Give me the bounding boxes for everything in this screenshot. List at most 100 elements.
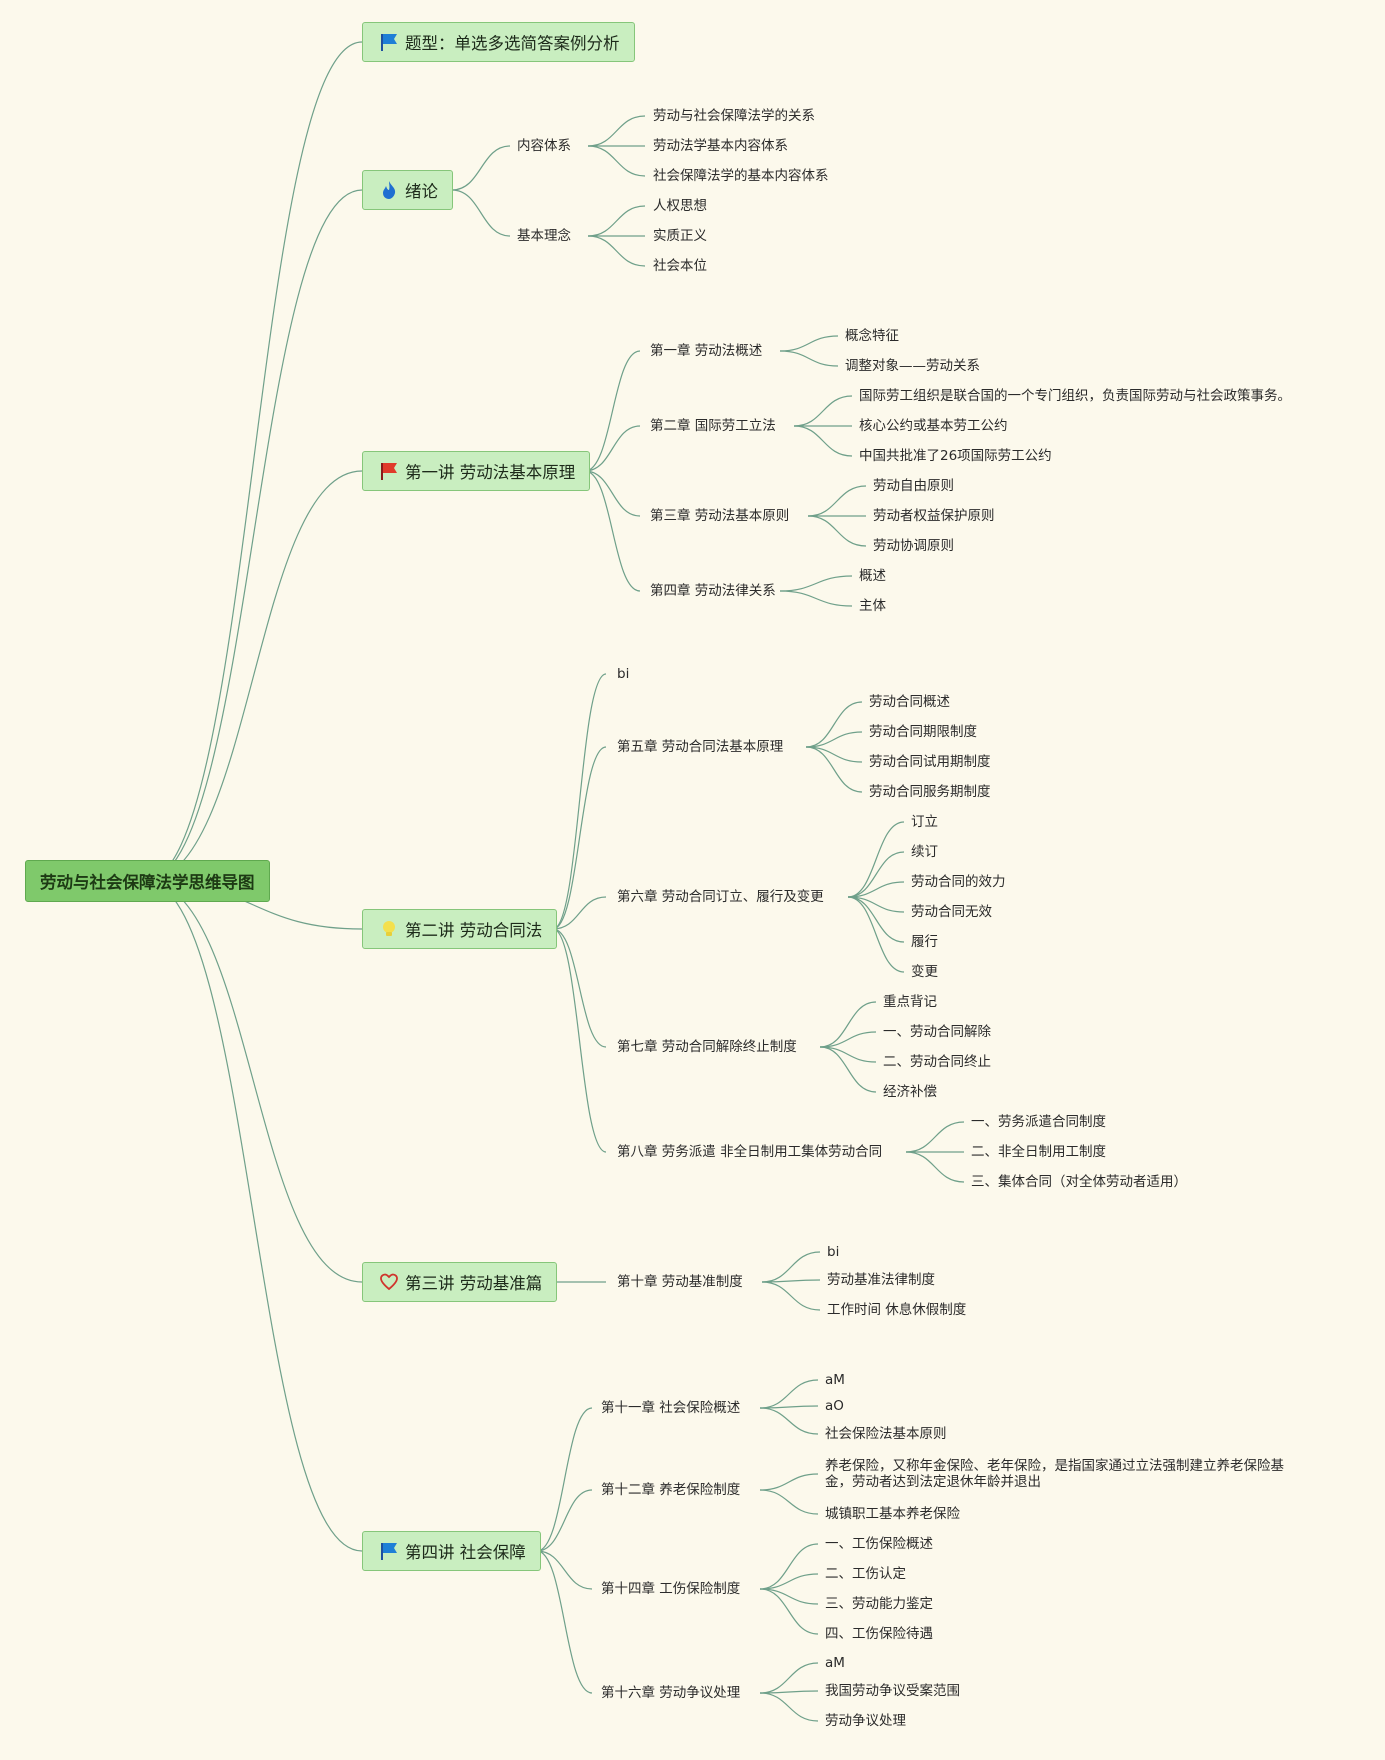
leaf-node[interactable]: 一、工伤保险概述: [825, 1536, 933, 1552]
connector-line: [905, 1121, 965, 1153]
chapter-node[interactable]: 第五章 劳动合同法基本原理: [617, 739, 784, 755]
leaf-node[interactable]: 人权思想: [653, 198, 707, 214]
leaf-node[interactable]: bi: [827, 1244, 840, 1260]
connector-line: [144, 470, 363, 882]
topic-node[interactable]: bi: [617, 666, 630, 682]
chapter-node[interactable]: 第八章 劳务派遣 非全日制用工集体劳动合同: [617, 1144, 883, 1160]
chapter-node[interactable]: 第十四章 工伤保险制度: [601, 1581, 741, 1597]
chapter-node[interactable]: 第二章 国际劳工立法: [650, 418, 776, 434]
leaf-node[interactable]: 三、集体合同（对全体劳动者适用）: [971, 1174, 1187, 1190]
leaf-node[interactable]: aO: [825, 1398, 844, 1414]
leaf-node[interactable]: 中国共批准了26项国际劳工公约: [859, 448, 1052, 464]
leaf-node[interactable]: 订立: [911, 814, 938, 830]
connector-line: [759, 1407, 819, 1435]
leaf-node[interactable]: 劳动法学基本内容体系: [653, 138, 788, 154]
branch-lecture-4[interactable]: 第四讲 社会保障: [362, 1531, 541, 1571]
connector-line: [759, 1543, 819, 1590]
topic-node[interactable]: 内容体系: [517, 138, 571, 154]
branch-label: 绪论: [405, 182, 438, 201]
chapter-node[interactable]: 第十六章 劳动争议处理: [601, 1685, 741, 1701]
leaf-node[interactable]: 劳动与社会保障法学的关系: [653, 108, 815, 124]
blue-flag-icon: [379, 1541, 399, 1561]
leaf-node[interactable]: 一、劳务派遣合同制度: [971, 1114, 1106, 1130]
leaf-node[interactable]: 社会保障法学的基本内容体系: [653, 168, 829, 184]
chapter-node[interactable]: 第十章 劳动基准制度: [617, 1274, 743, 1290]
connector-line: [847, 851, 905, 898]
branch-lecture-2[interactable]: 第二讲 劳动合同法: [362, 909, 558, 949]
connector-line: [759, 1489, 819, 1515]
leaf-node[interactable]: 重点背记: [883, 994, 937, 1010]
connector-line: [807, 485, 867, 517]
leaf-node[interactable]: 主体: [859, 598, 886, 614]
connector-line: [779, 575, 853, 592]
leaf-node[interactable]: 社会本位: [653, 258, 707, 274]
blue-flag-icon: [379, 32, 399, 52]
leaf-node[interactable]: 养老保险，又称年金保险、老年保险，是指国家通过立法强制建立养老保险基金，劳动者达…: [825, 1458, 1284, 1490]
heart-icon: [379, 1272, 399, 1292]
red-flag-icon: [379, 461, 399, 481]
chapter-node[interactable]: 第十二章 养老保险制度: [601, 1482, 741, 1498]
leaf-node[interactable]: 核心公约或基本劳工公约: [859, 418, 1008, 434]
leaf-node[interactable]: 履行: [911, 934, 938, 950]
leaf-node[interactable]: 劳动合同概述: [869, 694, 950, 710]
leaf-node[interactable]: 城镇职工基本养老保险: [825, 1506, 960, 1522]
leaf-node[interactable]: 劳动自由原则: [873, 478, 954, 494]
leaf-node[interactable]: 四、工伤保险待遇: [825, 1626, 933, 1642]
leaf-node[interactable]: 实质正义: [653, 228, 707, 244]
leaf-node[interactable]: 劳动者权益保护原则: [873, 508, 995, 524]
leaf-node[interactable]: 二、非全日制用工制度: [971, 1144, 1106, 1160]
leaf-node[interactable]: 调整对象——劳动关系: [845, 358, 980, 374]
branch-question-types[interactable]: 题型：单选多选简答案例分析: [362, 22, 635, 62]
leaf-node[interactable]: 劳动合同试用期制度: [869, 754, 991, 770]
leaf-node[interactable]: 劳动争议处理: [825, 1713, 906, 1729]
leaf-node[interactable]: 概述: [859, 568, 886, 584]
connector-line: [805, 746, 863, 763]
connector-line: [779, 335, 839, 352]
chapter-node[interactable]: 第四章 劳动法律关系: [650, 583, 776, 599]
chapter-node[interactable]: 第一章 劳动法概述: [650, 343, 763, 359]
connector-line: [759, 1473, 819, 1491]
leaf-node[interactable]: 社会保险法基本原则: [825, 1426, 947, 1442]
connector-line: [847, 821, 905, 898]
leaf-node[interactable]: 续订: [911, 844, 938, 860]
leaf-node[interactable]: aM: [825, 1372, 845, 1388]
leaf-node[interactable]: 二、劳动合同终止: [883, 1054, 991, 1070]
leaf-node[interactable]: aM: [825, 1655, 845, 1671]
leaf-node[interactable]: 劳动合同期限制度: [869, 724, 977, 740]
leaf-node[interactable]: 三、劳动能力鉴定: [825, 1596, 933, 1612]
leaf-node[interactable]: 劳动协调原则: [873, 538, 954, 554]
leaf-node[interactable]: 劳动基准法律制度: [827, 1272, 935, 1288]
chapter-node[interactable]: 第七章 劳动合同解除终止制度: [617, 1039, 797, 1055]
leaf-node[interactable]: 工作时间 休息休假制度: [827, 1302, 967, 1318]
leaf-node[interactable]: 变更: [911, 964, 938, 980]
connector-line: [536, 1550, 593, 1590]
chapter-node[interactable]: 第六章 劳动合同订立、履行及变更: [617, 889, 824, 905]
leaf-node[interactable]: 二、工伤认定: [825, 1566, 906, 1582]
chapter-node[interactable]: 第三章 劳动法基本原则: [650, 508, 790, 524]
connector-line: [847, 896, 905, 943]
leaf-node[interactable]: 概念特征: [845, 328, 899, 344]
branch-lecture-3[interactable]: 第三讲 劳动基准篇: [362, 1262, 558, 1302]
leaf-node[interactable]: 劳动合同无效: [911, 904, 992, 920]
connector-line: [587, 205, 646, 237]
connector-line: [819, 1001, 877, 1048]
connector-line: [759, 1588, 819, 1605]
topic-node[interactable]: 基本理念: [517, 228, 571, 244]
connector-line: [793, 395, 853, 427]
connector-line: [584, 470, 641, 592]
branch-lecture-1[interactable]: 第一讲 劳动法基本原理: [362, 451, 591, 491]
leaf-node[interactable]: 经济补偿: [883, 1084, 937, 1100]
leaf-node[interactable]: 劳动合同的效力: [911, 874, 1006, 890]
chapter-node[interactable]: 第十一章 社会保险概述: [601, 1400, 741, 1416]
root-node[interactable]: 劳动与社会保障法学思维导图: [25, 860, 270, 902]
connector-line: [536, 1489, 593, 1552]
connector-line: [451, 145, 511, 191]
branch-introduction[interactable]: 绪论: [362, 170, 453, 210]
connector-line: [552, 896, 607, 930]
leaf-node[interactable]: 劳动合同服务期制度: [869, 784, 991, 800]
leaf-node[interactable]: 国际劳工组织是联合国的一个专门组织，负责国际劳动与社会政策事务。: [859, 388, 1291, 404]
leaf-node[interactable]: 我国劳动争议受案范围: [825, 1683, 960, 1699]
leaf-node[interactable]: 一、劳动合同解除: [883, 1024, 991, 1040]
connector-line: [759, 1379, 819, 1409]
